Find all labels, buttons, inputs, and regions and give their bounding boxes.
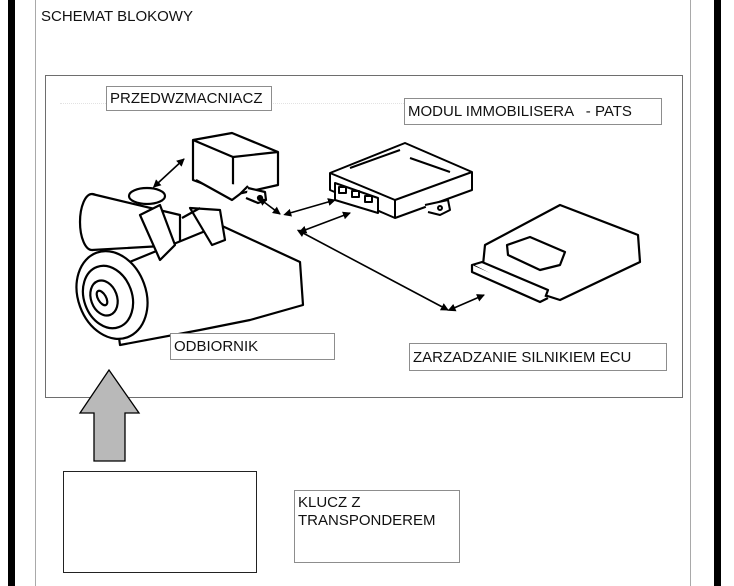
receiver-label: ODBIORNIK [170, 333, 335, 360]
transponder-key-frame [63, 471, 257, 573]
transmission-up-arrow-icon [78, 368, 141, 462]
transponder-key-label: KLUCZ Z TRANSPONDEREM [294, 490, 460, 563]
arrow-receiver-preamp [152, 158, 185, 188]
arrow-to-ecu-long [296, 229, 449, 311]
arrow-to-immobiliser-lower [298, 211, 351, 234]
ecu-icon [470, 203, 642, 304]
right-margin-line [690, 0, 691, 586]
arrow-to-immobiliser-upper [283, 198, 336, 217]
right-page-border [714, 0, 721, 586]
arrow-to-ecu-short [447, 294, 485, 312]
immobiliser-module-icon [329, 142, 473, 219]
immobiliser-module-label: MODUL IMMOBILISERA - PATS [404, 98, 662, 125]
left-margin-line [35, 0, 36, 586]
left-page-border [8, 0, 15, 586]
dotted-guide-line [60, 103, 660, 105]
ecu-label: ZARZADZANIE SILNIKIEM ECU [409, 343, 667, 371]
transponder-key-label-line2: TRANSPONDEREM [298, 512, 436, 529]
arrow-preamp-link [258, 197, 281, 215]
preamplifier-label: PRZEDWZMACNIACZ [106, 86, 272, 111]
preamplifier-icon [191, 131, 280, 205]
transponder-key-label-line1: KLUCZ Z [298, 494, 361, 511]
ignition-lock-receiver-icon [75, 186, 305, 347]
page-title: SCHEMAT BLOKOWY [41, 8, 193, 25]
connection-arrows [152, 158, 485, 312]
